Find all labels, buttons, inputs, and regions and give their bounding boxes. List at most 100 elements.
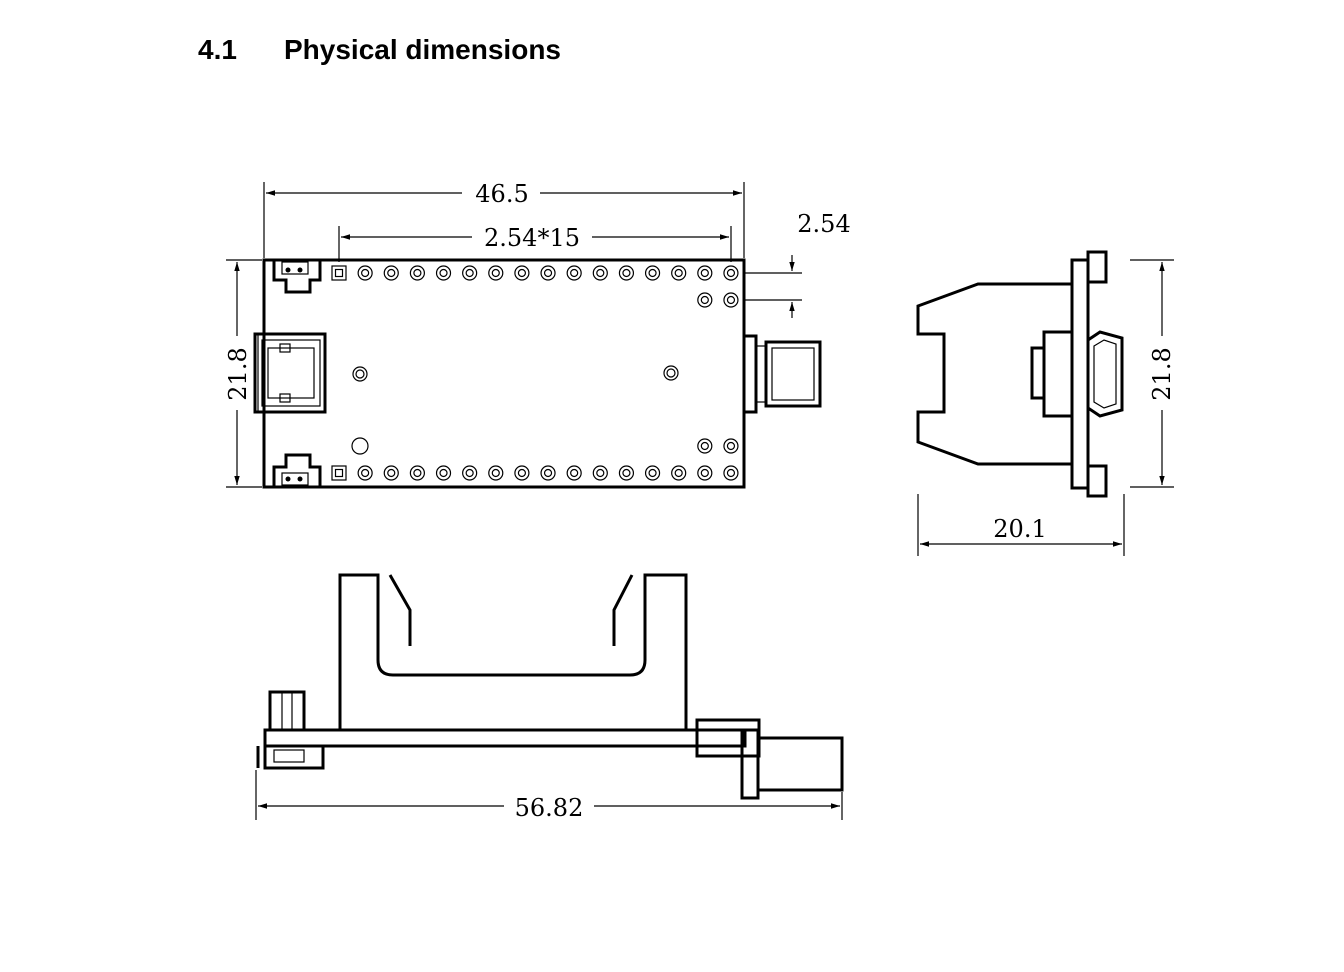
header-pin-drill (726, 295, 736, 305)
side-view: 21.8 20.1 (916, 250, 1176, 556)
dimension-label-side-depth: 20.1 (993, 515, 1046, 543)
header-pin (514, 465, 530, 481)
header-pin-drill (517, 468, 527, 478)
header-pin (383, 465, 399, 481)
header-pin (697, 465, 713, 481)
connector-bottom-left (272, 453, 322, 487)
header-pins-bottom-row (331, 465, 739, 481)
dimension-label-pin-pitch: 2.54 (797, 210, 850, 238)
header-pin (723, 465, 739, 481)
front-view: 56.82 (255, 573, 844, 822)
header-pins-top-row (331, 265, 739, 281)
dimension-pin-pitch: 2.54 (744, 210, 851, 318)
dimension-label-board-width-side: 21.8 (1148, 347, 1176, 400)
dimension-side-depth: 20.1 (917, 494, 1125, 556)
header-pin-drill (648, 468, 657, 478)
dimension-label-header-span: 2.54*15 (484, 224, 580, 252)
usb-connector-side (1030, 330, 1124, 418)
header-pin-drill (543, 468, 553, 478)
header-pin (462, 465, 478, 481)
header-pin-drill (700, 295, 709, 305)
dimension-board-width-side: 21.8 (1130, 259, 1176, 488)
header-pin-drill (622, 268, 631, 278)
header-pin-drill (543, 268, 553, 278)
header-pin (383, 265, 399, 281)
header-pin (566, 265, 582, 281)
front-connector-lower (263, 744, 325, 770)
header-pin-drill (387, 268, 396, 278)
dimension-label-board-width-top: 21.8 (224, 347, 252, 400)
section-number: 4.1 (198, 34, 237, 65)
header-pin-square-drill (334, 468, 344, 478)
header-pin-drill (622, 468, 631, 478)
header-pin-drill (726, 441, 736, 451)
header-pin (566, 465, 582, 481)
header-pin-drill (387, 468, 396, 478)
header-pin-square-drill (334, 268, 344, 278)
header-pin-drill (570, 468, 579, 478)
header-pin (697, 438, 713, 454)
antenna-connector-top (742, 334, 822, 414)
header-pin-drill (491, 268, 500, 278)
front-antenna-connector (756, 736, 844, 792)
header-pin-square (331, 465, 347, 481)
header-pin (618, 265, 635, 281)
header-pin (618, 465, 635, 481)
header-pin-drill (413, 468, 422, 478)
usb-connector-top (253, 332, 327, 414)
header-pin-drill (700, 441, 709, 451)
header-pin-square (331, 265, 347, 281)
header-pin (697, 265, 713, 281)
header-pin-drill (361, 468, 370, 478)
header-pin-drill (491, 468, 500, 478)
mounting-holes (351, 365, 679, 455)
header-pin (671, 465, 687, 481)
header-pin-drill (465, 468, 474, 478)
header-pin (409, 265, 425, 281)
header-pin-drill (361, 268, 370, 278)
header-pin (671, 265, 687, 281)
header-pin (592, 265, 608, 281)
header-pin (357, 465, 373, 481)
header-pin (540, 265, 556, 281)
header-pin (409, 465, 425, 481)
board-outline-top (262, 258, 746, 489)
header-pin-drill (674, 268, 683, 278)
header-pin (435, 265, 452, 281)
header-pin (357, 265, 373, 281)
side-board (1070, 258, 1090, 490)
section-title: Physical dimensions (284, 34, 561, 65)
header-pin-drill (465, 268, 474, 278)
front-bracket (338, 573, 688, 730)
dimension-header-span: 2.54*15 (338, 224, 732, 262)
header-pin (723, 292, 739, 308)
front-antenna-base (695, 718, 761, 758)
header-pin-drill (726, 468, 736, 478)
dimension-label-overall-length: 56.82 (515, 794, 584, 822)
header-pin-drill (700, 468, 709, 478)
header-pin (488, 465, 504, 481)
header-pin-drill (726, 268, 736, 278)
section-heading: 4.1 Physical dimensions (198, 34, 561, 66)
front-connector-upper (268, 690, 306, 732)
header-pin-drill (648, 268, 657, 278)
header-pin (723, 438, 739, 454)
header-pin-drill (570, 268, 579, 278)
header-pin (697, 292, 713, 308)
header-pin (644, 265, 661, 281)
header-pin-drill (439, 468, 448, 478)
header-pin-drill (439, 268, 448, 278)
header-pin-drill (413, 268, 422, 278)
side-bracket (916, 282, 1074, 466)
header-pin (592, 465, 608, 481)
header-pin-drill (700, 268, 709, 278)
header-pin (488, 265, 504, 281)
dimension-overall-length: 56.82 (255, 770, 843, 822)
dimension-label-board-length: 46.5 (475, 180, 528, 208)
header-pin-drill (517, 268, 527, 278)
header-pin (462, 265, 478, 281)
connector-top-left (272, 260, 322, 294)
dimension-board-width-top: 21.8 (224, 259, 262, 488)
header-pin (723, 265, 739, 281)
